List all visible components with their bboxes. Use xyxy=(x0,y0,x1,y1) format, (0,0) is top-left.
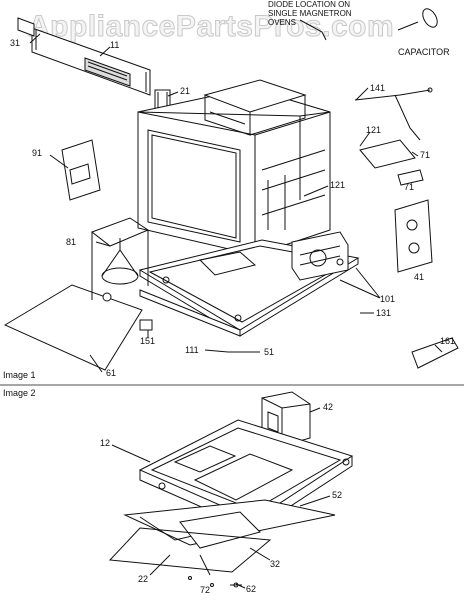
section-label-image-1: Image 1 xyxy=(3,370,36,380)
stirrer-assembly xyxy=(90,217,150,302)
part-label-91: 91 xyxy=(32,148,43,158)
part-label-161: 161 xyxy=(440,336,456,346)
part-label-71: 71 xyxy=(420,150,431,160)
oven-cavity xyxy=(137,79,331,256)
part-label-12: 12 xyxy=(100,438,111,448)
part-label-111: 111 xyxy=(185,345,199,355)
part-label-31: 31 xyxy=(10,38,21,48)
part-label-62: 62 xyxy=(246,584,257,594)
part-label-51: 51 xyxy=(264,347,275,357)
part-label-72: 72 xyxy=(200,585,211,595)
note-line: SINGLE MAGNETRON xyxy=(268,9,352,18)
part-label-131: 131 xyxy=(376,308,392,318)
note-line: DIODE LOCATION ON xyxy=(268,0,351,9)
capacitor-label: CAPACITOR xyxy=(398,47,450,57)
part-label-42: 42 xyxy=(323,402,334,412)
part-label-32: 32 xyxy=(270,559,281,569)
part-label-81: 81 xyxy=(66,237,77,247)
diode-location-note: DIODE LOCATION ON SINGLE MAGNETRON OVENS xyxy=(268,0,352,27)
part-label-22: 22 xyxy=(138,574,149,584)
part-label-141: 141 xyxy=(370,83,386,93)
part-label-121: 121 xyxy=(366,125,382,135)
part-label-41: 41 xyxy=(414,272,425,282)
part-label-101: 101 xyxy=(380,294,396,304)
part-label-121: 121 xyxy=(330,180,346,190)
part-label-151: 151 xyxy=(140,336,156,346)
part-label-21: 21 xyxy=(180,86,191,96)
part-label-71: 71 xyxy=(404,182,415,192)
part-label-11: 11 xyxy=(110,40,120,50)
control-panel xyxy=(31,27,151,96)
watermark: AppliancePartsPros.com xyxy=(27,10,395,44)
part-label-61: 61 xyxy=(106,368,117,378)
section-label-image-2: Image 2 xyxy=(3,388,36,398)
note-line: OVENS xyxy=(268,18,297,27)
part-label-52: 52 xyxy=(332,490,343,500)
base-plate xyxy=(138,231,360,337)
